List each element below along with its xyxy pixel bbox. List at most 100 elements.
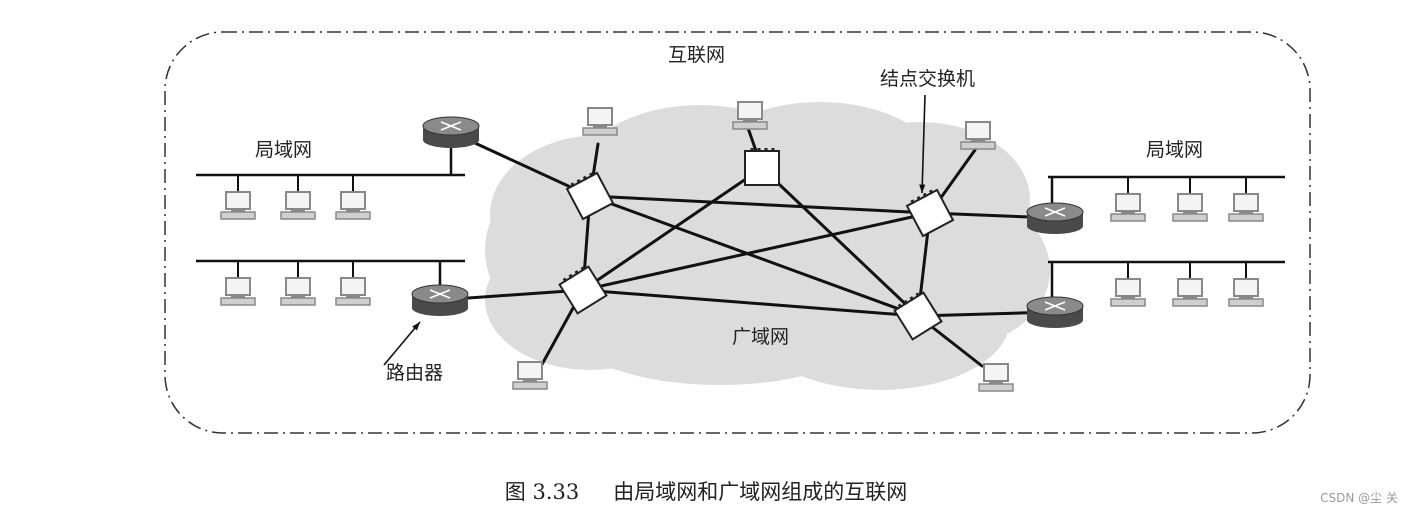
computer-lower-left-1 (280, 277, 316, 306)
lan-left-label: 局域网 (255, 139, 313, 161)
computer-host-s3-base (960, 141, 996, 150)
computer-lower-left-1-screen (285, 277, 311, 296)
computer-upper-left-0 (220, 191, 256, 220)
computer-upper-left-0-base (220, 211, 256, 220)
computer-upper-right-1-screen (1177, 193, 1203, 212)
switch-2-box (744, 150, 780, 186)
router-label: 路由器 (386, 362, 444, 384)
switch-4-port-3 (580, 266, 586, 272)
computer-host-s3 (960, 121, 996, 150)
computer-upper-left-2 (335, 191, 371, 220)
switch-4-port-1 (568, 273, 574, 279)
computer-upper-right-1-stand (1183, 211, 1197, 214)
switch-5-port-2 (909, 296, 915, 302)
computer-upper-right-1-base (1172, 213, 1208, 222)
figure-caption-text: 由局域网和广域网组成的互联网 (613, 480, 908, 504)
switch-1 (565, 171, 615, 221)
internet-boundary (164, 31, 1311, 434)
computer-upper-right-2-stand (1239, 211, 1253, 214)
computer-lower-right-0-screen (1115, 278, 1141, 297)
switch-5-port-3 (915, 292, 921, 298)
switch-1-port-2 (582, 175, 588, 181)
computer-lower-left-2 (335, 277, 371, 306)
switch-1-box (565, 171, 615, 221)
switch-3-port-0 (910, 199, 915, 205)
computer-lower-left-2-base (335, 297, 371, 306)
computer-host-s4-stand (523, 379, 537, 382)
switch-3-port-3 (928, 189, 934, 195)
router-2 (411, 284, 469, 316)
switch-3-port-2 (922, 192, 928, 198)
computer-lower-right-1-stand (1183, 296, 1197, 299)
computer-host-s5 (978, 363, 1014, 392)
switch-3-port-1 (916, 196, 922, 201)
computer-upper-left-1 (280, 191, 316, 220)
computer-lower-left-0 (220, 277, 256, 306)
node-switch-label: 结点交换机 (880, 68, 976, 90)
computer-host-s2-base (732, 121, 768, 130)
switch-2-port-2 (764, 148, 768, 152)
computer-upper-right-0-base (1110, 213, 1146, 222)
computer-lower-right-2 (1228, 278, 1264, 307)
router-1 (422, 116, 480, 148)
internet-diagram (164, 31, 1311, 434)
switch-1-port-3 (588, 172, 594, 178)
router-1-bottom (423, 132, 479, 148)
arrow-node-switch (921, 94, 926, 194)
computer-upper-left-1-base (280, 211, 316, 220)
computer-lower-right-0-base (1110, 298, 1146, 307)
computer-lower-left-2-stand (346, 295, 360, 298)
computer-lower-right-2-screen (1233, 278, 1259, 297)
computer-upper-right-0-stand (1121, 211, 1135, 214)
computer-lower-right-1-base (1172, 298, 1208, 307)
computer-upper-left-0-stand (231, 209, 245, 212)
computer-lower-left-0-screen (225, 277, 251, 296)
switch-4-port-0 (562, 277, 568, 283)
computer-upper-right-2-screen (1233, 193, 1259, 212)
switch-5 (893, 291, 943, 341)
computer-host-s5-base (978, 383, 1014, 392)
computer-upper-left-2-screen (340, 191, 366, 210)
switch-2-port-1 (757, 148, 761, 152)
computer-lower-right-1 (1172, 278, 1208, 307)
switch-2-port-3 (771, 148, 775, 152)
computer-lower-right-0-stand (1121, 296, 1135, 299)
computer-lower-right-0 (1110, 278, 1146, 307)
computer-host-s1 (582, 107, 618, 136)
computer-host-s1-stand (593, 125, 607, 128)
router-1-arrows (440, 121, 462, 131)
lan-right-label: 局域网 (1146, 139, 1204, 161)
computer-upper-right-2-base (1228, 213, 1264, 222)
switch-2 (744, 148, 780, 186)
computer-lower-left-1-base (280, 297, 316, 306)
internet-label: 互联网 (668, 44, 726, 66)
arrow-router (383, 321, 421, 366)
internet-boundary-rect (164, 31, 1311, 434)
computer-upper-right-0-screen (1115, 193, 1141, 212)
arrow-router-head (412, 322, 420, 331)
network-devices (220, 101, 1264, 392)
computer-upper-left-1-stand (291, 209, 305, 212)
computer-lower-left-2-screen (340, 277, 366, 296)
computer-host-s5-stand (989, 381, 1003, 384)
wan-label: 广域网 (732, 326, 790, 348)
computer-lower-right-2-stand (1239, 296, 1253, 299)
link-s2-s5 (760, 166, 920, 318)
switch-5-port-0 (897, 303, 903, 309)
csdn-watermark: CSDN @尘 关 (1320, 491, 1398, 505)
switch-4-port-2 (574, 270, 580, 276)
computer-lower-right-1-screen (1177, 278, 1203, 297)
computer-lower-left-0-stand (231, 295, 245, 298)
computer-host-s2 (732, 101, 768, 130)
link-s2-s4 (581, 166, 764, 292)
router-3-bottom (1027, 218, 1083, 234)
link-s4-s3 (581, 211, 932, 292)
computer-upper-right-0 (1110, 193, 1146, 222)
switch-3-box (905, 188, 955, 238)
computer-upper-right-1 (1172, 193, 1208, 222)
arrow-node-switch-head (919, 184, 926, 193)
computer-host-s1-base (582, 127, 618, 136)
computer-host-s3-stand (971, 139, 985, 142)
computer-host-s2-stand (743, 119, 757, 122)
